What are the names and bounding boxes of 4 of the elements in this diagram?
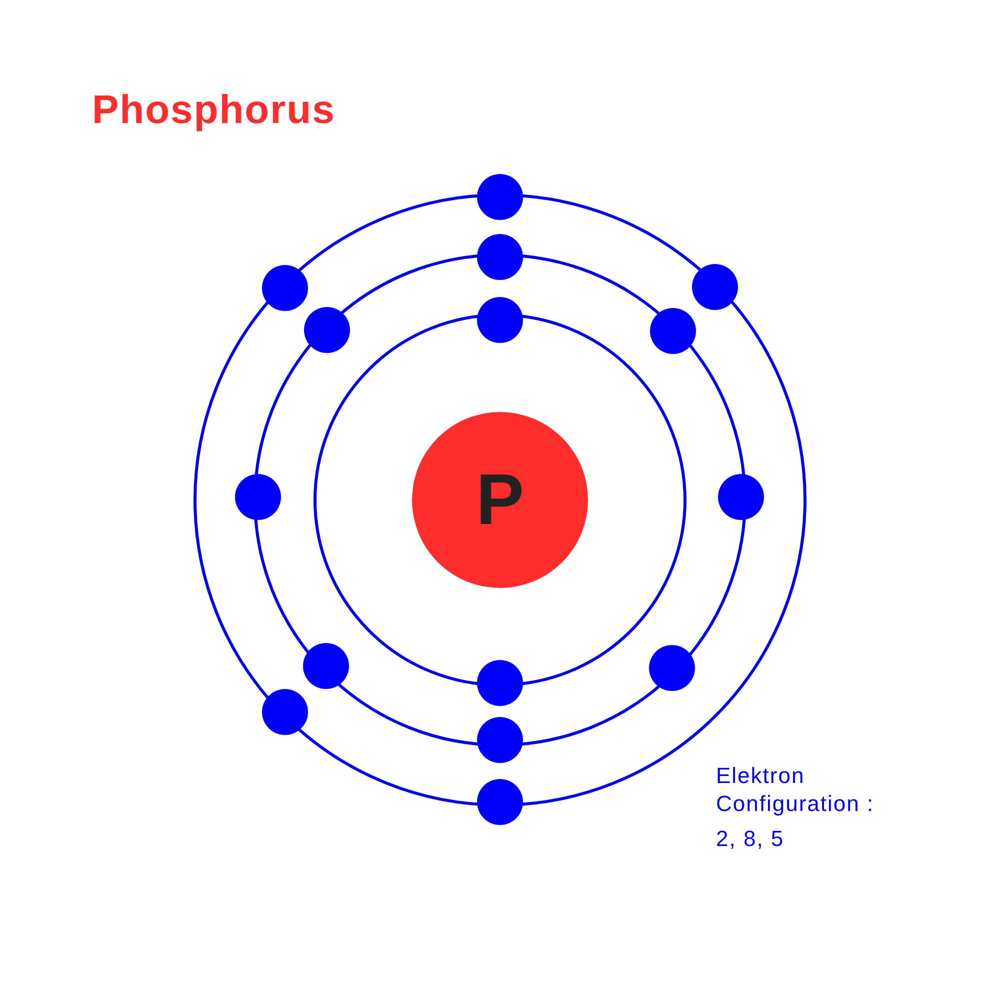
configuration-label: Elektron Configuration : — [716, 762, 876, 818]
title: Phosphorus — [92, 88, 336, 133]
configuration-value: 2, 8, 5 — [716, 825, 786, 853]
element-symbol: P — [476, 459, 524, 541]
